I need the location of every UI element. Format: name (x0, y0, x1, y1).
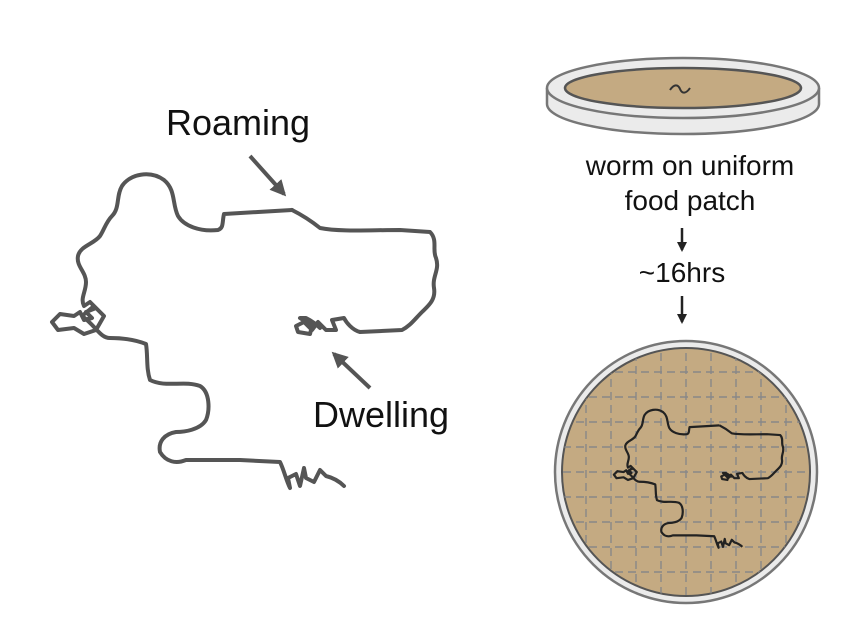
worm-track (50, 172, 346, 490)
plate-trajectory (612, 408, 785, 549)
worm-track-right (290, 208, 440, 336)
dwelling-label: Dwelling (313, 394, 449, 435)
petri-dish-side-view (545, 56, 821, 136)
petri-dish-top-view (553, 339, 819, 605)
roaming-label: Roaming (166, 102, 310, 143)
caption-line-1: worm on uniform (585, 150, 795, 181)
food-patch (563, 66, 803, 110)
roaming-arrow (248, 154, 287, 197)
worm-icon (669, 84, 691, 94)
caption-line-2: food patch (625, 185, 756, 216)
duration-label: ~16hrs (639, 257, 725, 288)
trajectory (50, 172, 440, 490)
dwelling-arrow (331, 351, 372, 390)
